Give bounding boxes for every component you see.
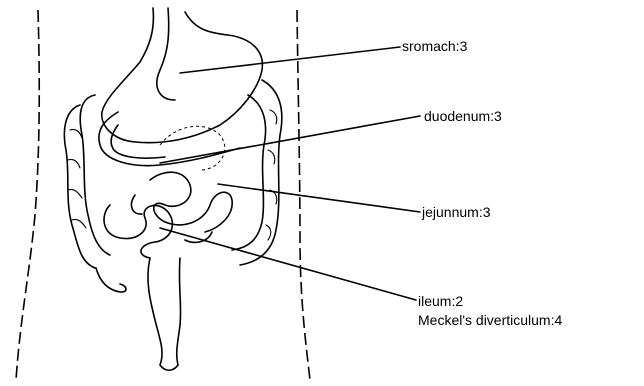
label-meckel: Meckel's diverticulum:4 xyxy=(418,312,562,329)
appendix xyxy=(96,268,126,292)
rectum xyxy=(148,258,181,365)
stomach xyxy=(102,8,263,143)
body-outline-left xyxy=(16,10,39,380)
jejunum-loops xyxy=(150,172,232,232)
leader-jejunum xyxy=(218,184,420,212)
stomach-inner xyxy=(157,8,175,100)
leader-ileum xyxy=(160,228,416,300)
label-duodenum: duodenum:3 xyxy=(424,108,502,125)
label-stomach: sromach:3 xyxy=(402,38,467,55)
leader-duodenum xyxy=(160,116,420,163)
leader-stomach xyxy=(180,47,400,73)
ileum-loops xyxy=(104,205,172,258)
label-ileum: ileum:2 xyxy=(418,293,463,310)
ascending-colon xyxy=(64,105,95,268)
label-jejunum: jejunnum:3 xyxy=(422,204,491,221)
